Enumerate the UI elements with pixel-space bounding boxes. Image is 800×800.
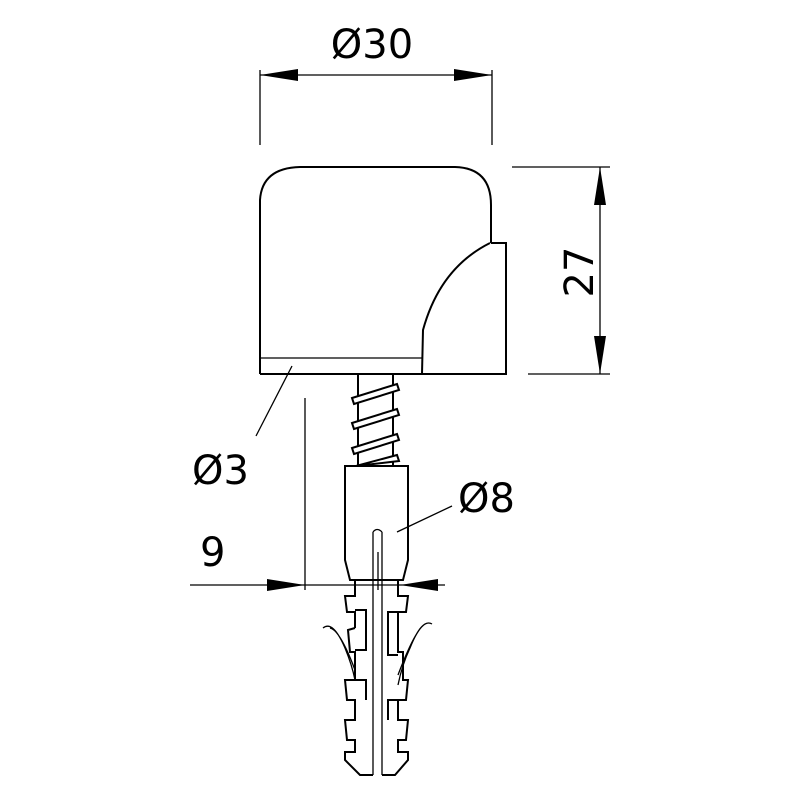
dimension-label: 9	[200, 530, 225, 576]
screw	[350, 374, 401, 467]
dimension-label: 27	[557, 247, 603, 298]
wall-plug	[322, 465, 433, 776]
dimension-small-diameter: Ø3	[192, 365, 293, 494]
dimension-depth: 9	[190, 398, 445, 591]
cap-body	[259, 166, 507, 375]
dimension-label: Ø8	[458, 476, 515, 522]
dimension-cap-diameter: Ø30	[259, 22, 493, 145]
dimension-label: Ø3	[192, 448, 249, 494]
dimension-anchor-diameter: Ø8	[396, 476, 515, 533]
dimension-label: Ø30	[331, 22, 413, 68]
dimension-cap-height: 27	[512, 166, 610, 375]
